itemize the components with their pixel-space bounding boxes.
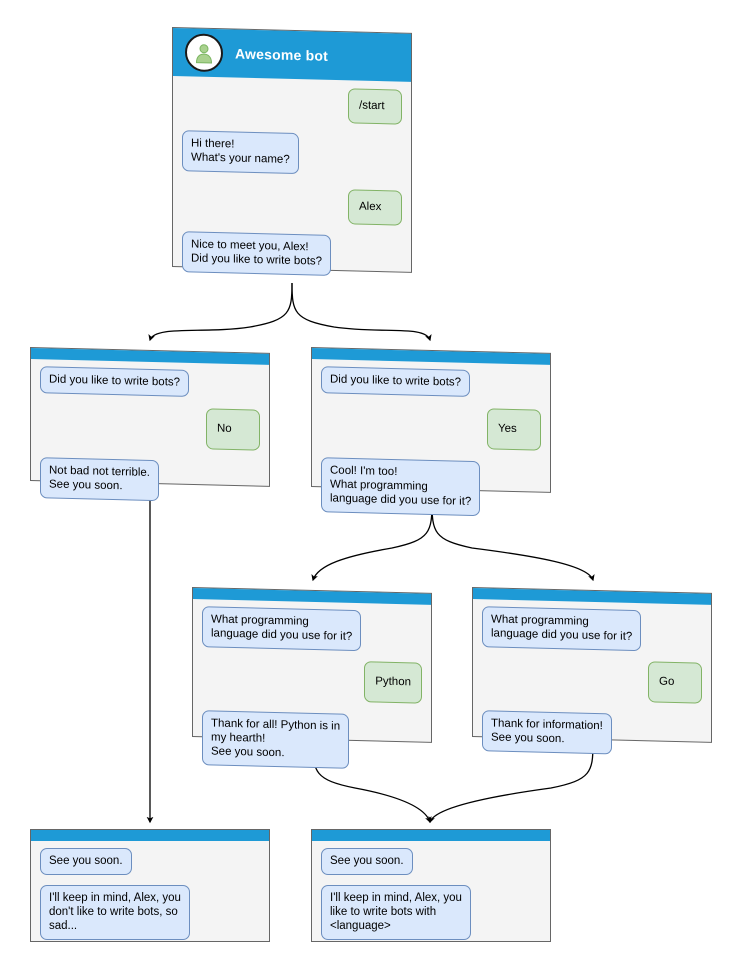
message-row: See you soon. bbox=[321, 848, 541, 875]
chat-card-root[interactable]: Awesome bot /start Hi there! What's your… bbox=[172, 27, 412, 277]
message-row: /start bbox=[182, 84, 402, 125]
message-row: Not bad not terrible. See you soon. bbox=[40, 457, 260, 503]
chat-card-yes[interactable]: Did you like to write bots? Yes Cool! I'… bbox=[311, 347, 551, 517]
person-avatar-icon bbox=[185, 33, 223, 73]
edge-root-to-yes bbox=[291, 282, 432, 342]
bot-message-bubble[interactable]: Did you like to write bots? bbox=[321, 366, 471, 397]
message-row: I'll keep in mind, Alex, you like to wri… bbox=[321, 885, 541, 940]
message-row: What programming language did you use fo… bbox=[482, 606, 702, 652]
card-body-go: What programming language did you use fo… bbox=[473, 599, 711, 755]
bot-name-label: Awesome bot bbox=[235, 45, 328, 64]
message-row: See you soon. bbox=[40, 848, 260, 875]
edge-go-to-end-happy bbox=[428, 742, 594, 824]
bot-message-bubble[interactable]: Nice to meet you, Alex! Did you like to … bbox=[182, 231, 332, 276]
card-header-root: Awesome bot bbox=[173, 28, 411, 82]
bot-message-bubble[interactable]: Thank for information! See you soon. bbox=[482, 710, 612, 755]
user-message-bubble[interactable]: Go bbox=[648, 661, 702, 704]
bot-message-bubble[interactable]: Thank for all! Python is in my hearth! S… bbox=[202, 710, 350, 769]
bot-message-bubble[interactable]: Cool! I'm too! What programming language… bbox=[321, 457, 481, 517]
card-body-yes: Did you like to write bots? Yes Cool! I'… bbox=[312, 359, 550, 517]
bot-message-bubble[interactable]: What programming language did you use fo… bbox=[482, 606, 642, 652]
chat-card-end-sad[interactable]: See you soon. I'll keep in mind, Alex, y… bbox=[30, 829, 270, 942]
user-message-bubble[interactable]: Python bbox=[364, 661, 422, 704]
card-body-root: /start Hi there! What's your name? Alex … bbox=[173, 76, 411, 277]
message-row: I'll keep in mind, Alex, you don't like … bbox=[40, 885, 260, 940]
bot-message-bubble[interactable]: Did you like to write bots? bbox=[40, 366, 190, 397]
bot-message-bubble[interactable]: I'll keep in mind, Alex, you don't like … bbox=[40, 885, 190, 940]
bot-message-bubble[interactable]: See you soon. bbox=[40, 848, 132, 875]
user-message-bubble[interactable]: /start bbox=[348, 88, 402, 125]
chat-card-go[interactable]: What programming language did you use fo… bbox=[472, 587, 712, 755]
message-row: Alex bbox=[182, 185, 402, 226]
bot-message-bubble[interactable]: Hi there! What's your name? bbox=[182, 130, 299, 175]
message-row: Python bbox=[202, 657, 422, 704]
card-header-end-happy bbox=[312, 830, 550, 841]
chat-card-no[interactable]: Did you like to write bots? No Not bad n… bbox=[30, 347, 270, 502]
card-body-python: What programming language did you use fo… bbox=[193, 599, 431, 769]
message-row: Thank for information! See you soon. bbox=[482, 710, 702, 756]
message-row: Did you like to write bots? bbox=[321, 366, 541, 398]
message-row: No bbox=[40, 404, 260, 451]
card-body-end-sad: See you soon. I'll keep in mind, Alex, y… bbox=[31, 841, 269, 943]
chat-card-python[interactable]: What programming language did you use fo… bbox=[192, 587, 432, 769]
user-message-bubble[interactable]: Alex bbox=[348, 189, 402, 226]
bot-message-bubble[interactable]: See you soon. bbox=[321, 848, 413, 875]
chat-card-end-happy[interactable]: See you soon. I'll keep in mind, Alex, y… bbox=[311, 829, 551, 942]
message-row: Cool! I'm too! What programming language… bbox=[321, 457, 541, 517]
card-body-end-happy: See you soon. I'll keep in mind, Alex, y… bbox=[312, 841, 550, 943]
message-row: Go bbox=[482, 657, 702, 704]
user-message-bubble[interactable]: No bbox=[206, 408, 260, 451]
card-header-end-sad bbox=[31, 830, 269, 841]
card-body-no: Did you like to write bots? No Not bad n… bbox=[31, 359, 269, 502]
message-row: Thank for all! Python is in my hearth! S… bbox=[202, 710, 422, 770]
edge-root-to-no bbox=[148, 282, 293, 342]
message-row: What programming language did you use fo… bbox=[202, 606, 422, 652]
bot-message-bubble[interactable]: I'll keep in mind, Alex, you like to wri… bbox=[321, 885, 471, 940]
message-row: Did you like to write bots? bbox=[40, 366, 260, 398]
message-row: Hi there! What's your name? bbox=[182, 130, 402, 176]
user-message-bubble[interactable]: Yes bbox=[487, 408, 541, 451]
message-row: Nice to meet you, Alex! Did you like to … bbox=[182, 231, 402, 277]
message-row: Yes bbox=[321, 404, 541, 451]
bot-message-bubble[interactable]: What programming language did you use fo… bbox=[202, 606, 362, 652]
bot-message-bubble[interactable]: Not bad not terrible. See you soon. bbox=[40, 457, 160, 502]
